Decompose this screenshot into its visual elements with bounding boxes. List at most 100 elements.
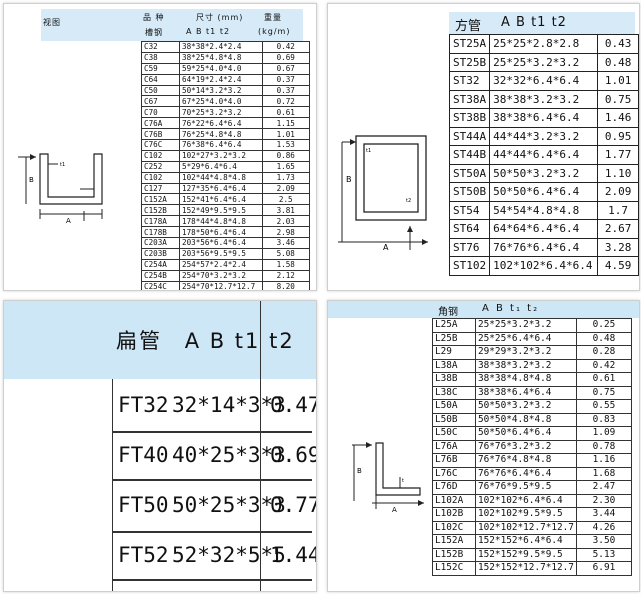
flat-table-header: 扁管 A B t1 t2 [4,301,316,379]
code-cell: C203B [141,247,180,260]
weight-cell: 0.43 [597,34,639,54]
size-cell: 102*102*12.7*12.7 [475,520,577,535]
weight-cell: 2.09 [261,182,310,195]
code-cell: ST102 [448,256,491,276]
square-abt-header: A B t1 t2 [501,15,567,30]
code-cell: FT40 [118,443,169,467]
code-cell: C178B [141,226,180,239]
code-cell: L38B [432,372,476,387]
size-cell: 152*152*12.7*12.7 [475,561,577,576]
code-cell: ST50B [448,182,491,202]
code-cell: C70 [141,106,180,119]
code-cell: L38C [432,385,476,400]
code-cell: FT52 [118,543,169,567]
size-cell: 25*25*3.2*3.2 [475,318,577,333]
size-cell: 76*25*4.8*4.8 [179,128,263,141]
weight-cell: 2.47 [575,480,632,495]
weight-cell: 0.77 [270,493,317,517]
size-cell: 29*29*3.2*3.2 [475,345,577,360]
weight-cell: 0.86 [261,149,310,162]
weight-cell: 0.61 [261,106,310,119]
code-cell: L76C [432,466,476,481]
weight-cell: 3.28 [597,237,639,257]
code-cell: C102 [141,149,180,162]
size-cell: 64*19*2.4*2.4 [179,73,263,86]
weight-cell: 0.61 [575,372,632,387]
code-cell: ST64 [448,219,491,239]
weight-cell: 3.81 [261,204,310,217]
code-cell: C252 [141,160,180,173]
size-cell: 50*14*3.2*3.2 [179,84,263,97]
size-cell: 25*25*3.2*3.2 [489,52,599,72]
code-cell: C59 [141,62,180,75]
view-header: 视图 [43,18,61,27]
weight-cell: 0.28 [575,345,632,360]
size-cell: 50*50*6.4*6.4 [475,426,577,441]
angle-table-header: 角钢 A B t₁ t₂ [328,301,639,318]
size-cell: 254*70*3.2*3.2 [179,269,263,282]
channel-table-header: 视图 品 种 槽钢 尺寸 (mm) A B t1 t2 重量 (kg/m) [41,9,303,41]
code-cell: ST44A [448,126,491,146]
size-cell: 40*25*3*3 [172,443,286,467]
weight-cell: 0.47 [270,393,317,417]
weight-cell: 0.67 [261,62,310,75]
code-cell: L152B [432,547,476,562]
code-cell: C203A [141,237,180,249]
size-cell: 254*57*2.4*2.4 [179,258,263,271]
weight-cell: 2.98 [261,226,310,239]
a-label: A [392,506,397,513]
weight-cell: 0.69 [270,443,317,467]
size-cell: 59*25*4.0*4.0 [179,62,263,75]
size-cell: 38*38*3.2*3.2 [489,89,599,109]
size-cell: 102*44*4.8*4.8 [179,171,263,184]
weight-cell: 6.91 [575,561,632,576]
weight-cell: 0.69 [261,51,310,64]
code-cell: L50B [432,412,476,427]
size-cell: 32*14*3*3 [172,393,286,417]
size-cell: 152*41*6.4*6.4 [179,193,263,206]
a-label: A [66,217,71,225]
size-cell: 50*50*3.2*3.2 [475,399,577,414]
code-cell: ST50A [448,163,491,183]
weight-cell: 4.59 [597,256,639,276]
unit-header: (kg/m) [258,27,291,36]
a-label: A [383,243,389,252]
code-cell: C38 [141,51,180,64]
code-cell: L76A [432,439,476,454]
size-cell: 76*76*4.8*4.8 [475,453,577,468]
code-cell: C32 [141,41,180,53]
weight-cell: 0.95 [597,126,639,146]
size-cell: 178*44*4.8*4.8 [179,215,263,228]
size-cell: 76*76*9.5*9.5 [475,480,577,495]
angle-diagram: B A t [352,442,424,513]
